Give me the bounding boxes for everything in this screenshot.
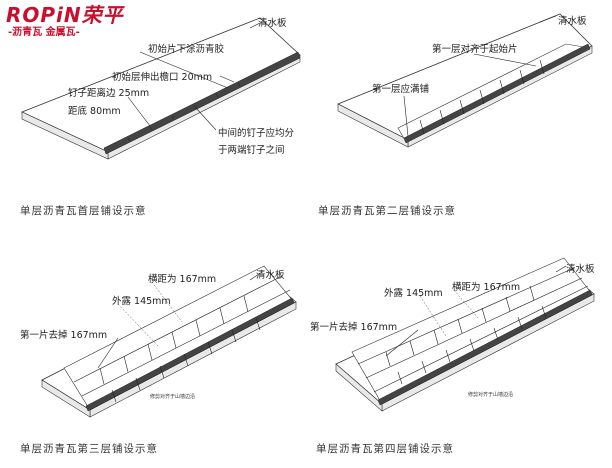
label-fascia-1: 清水板 — [258, 17, 287, 29]
label-mid-nail-2: 于两端钉子之间 — [218, 144, 285, 156]
leader-mid-nail — [195, 107, 217, 131]
leader-glue — [139, 51, 229, 89]
label-nail-bottom: 距底 80mm — [68, 105, 121, 117]
label-fascia-4: 清水板 — [566, 263, 595, 275]
leader-remove-3 — [97, 337, 119, 369]
starter-strip-2 — [403, 43, 591, 144]
leader-align — [473, 53, 537, 67]
label-exposure-4: 外露 145mm — [384, 287, 443, 299]
shingle-area-3 — [63, 265, 295, 411]
caption-panel-2: 单层沥青瓦第二层铺设示意 — [318, 204, 456, 217]
caption-panel-3: 单层沥青瓦第三层铺设示意 — [20, 442, 158, 455]
caption-panel-1: 单层沥青瓦首层铺设示意 — [20, 204, 147, 217]
label-start-glue: 初始片下涂沥青胶 — [148, 43, 225, 55]
leader-overhang — [219, 75, 235, 83]
leader-remove-4 — [385, 329, 419, 357]
panel-2-second-course: 清水板 第一层对齐于起始片 第一层应满铺 单层沥青瓦第二层铺设示意 — [318, 13, 593, 217]
logo-subtitle: -沥青瓦 金属瓦- — [8, 27, 80, 38]
leader-fascia-1 — [249, 21, 263, 29]
label-spacing-3: 横距为 167mm — [148, 273, 216, 285]
label-mid-nail-1: 中间的钉子应均分 — [218, 127, 295, 139]
label-fascia-3: 清水板 — [256, 269, 285, 281]
leader-fascia-2 — [539, 15, 557, 23]
panel-4-fourth-course: 清水板 横距为 167mm 外露 145mm 第一片去掉 167mm 修剪对齐于… — [310, 257, 595, 455]
logo-latin: ROPiN — [6, 3, 82, 27]
leader-exposure-4 — [419, 295, 447, 337]
leader-spacing-4 — [453, 289, 479, 319]
board-side-4 — [335, 363, 383, 412]
course-lines-4 — [357, 267, 589, 393]
logo-chinese: 荣平 — [81, 3, 124, 27]
course-lines-3 — [73, 275, 291, 397]
label-edge-note-3: 修剪对齐于山墙边沿 — [150, 393, 195, 400]
roof-board-2 — [337, 13, 593, 141]
leader-fascia-4 — [555, 265, 567, 273]
brand-logo: ROPiN荣平 -沥青瓦 金属瓦- — [6, 4, 124, 39]
label-edge-note-4: 修剪对齐于山墙边沿 — [468, 391, 513, 398]
tab-lines-2 — [419, 59, 545, 135]
label-exposure-3: 外露 145mm — [112, 295, 171, 307]
board-side-1 — [21, 111, 109, 160]
leader-nail — [127, 96, 151, 127]
nail-marks-1 — [127, 82, 241, 142]
leader-exposure-3 — [117, 303, 159, 347]
starter-strip-1 — [103, 51, 301, 155]
leader-fascia-3 — [249, 271, 263, 281]
label-align: 第一层对齐于起始片 — [432, 43, 518, 55]
logo-wordmark: ROPiN荣平 — [6, 4, 124, 26]
label-fascia-2: 清水板 — [558, 15, 587, 27]
starter-strip-3 — [85, 297, 295, 412]
caption-panel-4: 单层沥青瓦第四层铺设示意 — [316, 442, 454, 455]
label-nail-edge: 钉子距离边 25mm — [68, 87, 149, 99]
label-remove-4: 第一片去掉 167mm — [310, 321, 397, 333]
panel-3-third-course: 清水板 横距为 167mm 外露 145mm 第一片去掉 167mm 修剪对齐于… — [20, 265, 297, 455]
shingle-area-4 — [351, 257, 593, 405]
label-overhang: 初始层伸出檐口 20mm — [112, 71, 212, 83]
label-full: 第一层应满铺 — [372, 83, 429, 95]
leader-spacing-3 — [151, 281, 183, 323]
tab-lines-3 — [99, 295, 261, 403]
board-side-2 — [337, 103, 409, 148]
label-spacing-4: 横距为 167mm — [452, 281, 520, 293]
tab-lines-4 — [385, 285, 547, 385]
starter-strip-4 — [377, 289, 593, 406]
board-side-3 — [41, 379, 91, 418]
panel-1-first-course: 清水板 初始片下涂沥青胶 初始层伸出檐口 20mm 钉子距离边 25mm 距底 … — [20, 17, 301, 217]
label-remove-3: 第一片去掉 167mm — [20, 329, 107, 341]
leader-full — [403, 95, 409, 137]
